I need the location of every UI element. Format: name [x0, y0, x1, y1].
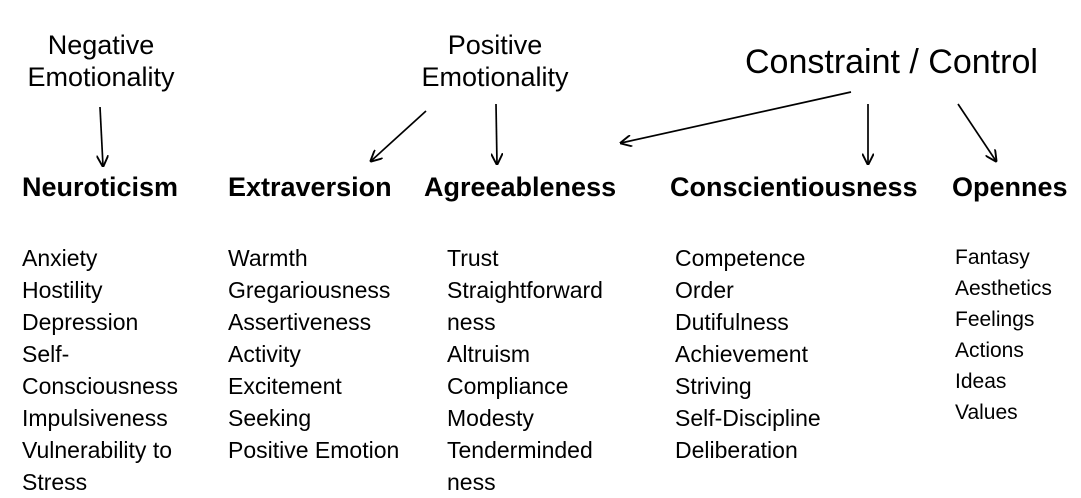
- facet-item: Tenderminded ness: [447, 437, 593, 495]
- facet-list-extraversion: Warmth Gregariousness Assertiveness Acti…: [228, 242, 428, 466]
- facet-item: Depression: [22, 309, 139, 335]
- facet-item: Activity: [228, 341, 301, 367]
- facet-item: Compliance: [447, 373, 569, 399]
- domain-header-agreeableness: Agreeableness: [424, 172, 617, 202]
- facet-list-neuroticism: Anxiety Hostility Depression Self- Consc…: [22, 242, 222, 498]
- facet-item: Achievement Striving: [675, 341, 808, 399]
- facet-item: Deliberation: [675, 437, 798, 463]
- domain-header-openness: Opennes: [952, 172, 1068, 202]
- facet-item: Impulsiveness: [22, 405, 168, 431]
- domain-header-extraversion: Extraversion: [228, 172, 392, 202]
- facet-item: Excitement Seeking: [228, 373, 342, 431]
- superfactor-negative-emotionality: Negative Emotionality: [27, 30, 175, 92]
- facet-item: Self- Consciousness: [22, 341, 178, 399]
- facet-list-agreeableness: Trust Straightforward ness Altruism Comp…: [447, 242, 637, 498]
- facet-item: Modesty: [447, 405, 534, 431]
- facet-item: Feelings: [955, 308, 1035, 331]
- superfactor-constraint-control: Constraint / Control: [745, 43, 1038, 81]
- facet-item: Straightforward ness: [447, 277, 603, 335]
- facet-list-conscientiousness: Competence Order Dutifulness Achievement…: [675, 242, 905, 466]
- facet-item: Values: [955, 401, 1018, 424]
- facet-list-openness: Fantasy Aesthetics Feelings Actions Idea…: [955, 242, 1081, 428]
- domain-header-neuroticism: Neuroticism: [22, 172, 179, 202]
- facet-item: Trust: [447, 245, 499, 271]
- facet-item: Dutifulness: [675, 309, 789, 335]
- facet-item: Positive Emotion: [228, 437, 400, 463]
- arrow-constraint-to-conscientiousness-left: [621, 91, 852, 143]
- facet-item: Warmth: [228, 245, 308, 271]
- arrow-constraint-to-openness: [957, 103, 996, 161]
- arrow-negative-to-neuroticism: [100, 106, 103, 166]
- facet-item: Hostility: [22, 277, 103, 303]
- facet-item: Fantasy: [955, 246, 1030, 269]
- facet-item: Vulnerability to Stress: [22, 437, 173, 495]
- facet-item: Competence: [675, 245, 806, 271]
- facet-item: Gregariousness: [228, 277, 391, 303]
- domain-header-conscientiousness: Conscientiousness: [670, 172, 918, 202]
- facet-item: Ideas: [955, 370, 1007, 393]
- facet-item: Aesthetics: [955, 277, 1052, 300]
- facet-item: Assertiveness: [228, 309, 372, 335]
- facet-item: Actions: [955, 339, 1024, 362]
- superfactor-positive-emotionality: Positive Emotionality: [421, 30, 569, 92]
- arrow-positive-to-extraversion: [371, 110, 427, 161]
- arrow-positive-to-agreeableness: [496, 103, 497, 164]
- facet-item: Order: [675, 277, 734, 303]
- facet-item: Anxiety: [22, 245, 98, 271]
- facet-item: Altruism: [447, 341, 531, 367]
- facet-item: Self-Discipline: [675, 405, 821, 431]
